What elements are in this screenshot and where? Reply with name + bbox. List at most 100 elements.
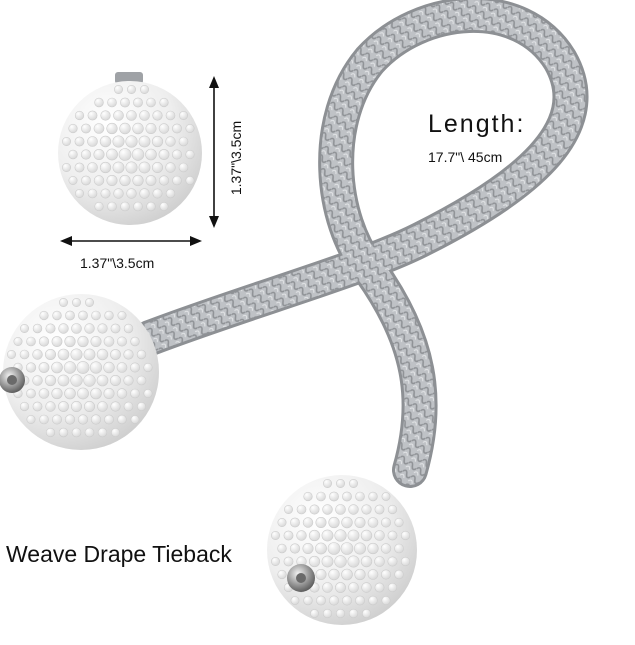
pearl-bead	[61, 163, 71, 173]
pearl-bead	[13, 336, 23, 346]
pearl-bead	[61, 137, 71, 147]
pearl-bead	[110, 374, 122, 386]
pearl-bead	[119, 122, 131, 135]
pearl-bead	[72, 297, 82, 307]
pearl-bead	[123, 323, 134, 334]
pearl-bead	[380, 569, 391, 580]
pearl-bead	[140, 85, 150, 95]
pearl-bead	[178, 136, 189, 147]
pearl-bead	[329, 491, 339, 502]
pearl-bead	[58, 323, 69, 334]
pearl-bead	[58, 427, 69, 438]
pearl-bead	[400, 556, 411, 567]
pearl-bead	[143, 362, 153, 373]
pearl-bead	[394, 517, 404, 528]
pearl-bead	[328, 595, 339, 606]
pearl-bead	[45, 427, 56, 438]
pearl-bead	[94, 201, 104, 212]
pearl-bead	[106, 122, 118, 135]
pearl-bead	[71, 400, 83, 412]
pearl-bead	[123, 349, 134, 360]
pearl-bead	[38, 388, 50, 399]
pearl-bead	[26, 336, 36, 347]
pearl-bead	[342, 491, 352, 502]
pearl-bead	[152, 110, 163, 121]
pearl-bead	[75, 189, 85, 199]
pearl-bead	[90, 335, 102, 347]
pearl-bead	[308, 529, 321, 542]
pearl-bead	[45, 401, 56, 412]
pearl-bead	[113, 110, 124, 121]
pearl-bead	[32, 323, 43, 334]
pearl-bead	[387, 582, 398, 593]
pearl-bead	[93, 149, 105, 161]
ball-width-label: 1.37"\3.5cm	[80, 255, 155, 271]
pearl-bead	[380, 517, 391, 528]
pearl-bead	[321, 555, 334, 568]
pearl-bead	[309, 504, 320, 515]
pearl-bead	[112, 161, 125, 174]
pearl-bead	[120, 97, 130, 108]
pearl-bead	[58, 401, 69, 412]
pearl-bead	[81, 123, 91, 134]
pearl-bead	[26, 388, 36, 399]
pearl-bead	[374, 582, 385, 593]
pearl-bead	[277, 543, 287, 554]
pearl-bead	[103, 387, 115, 399]
pearl-bead	[132, 122, 144, 135]
pearl-bead	[104, 414, 114, 425]
pearl-bead	[361, 608, 371, 618]
pearl-bead	[361, 504, 372, 515]
pearl-bead	[32, 349, 43, 360]
pearl-bead	[64, 387, 76, 400]
pearl-bead	[19, 323, 29, 333]
pearl-bead	[80, 149, 92, 160]
pearl-bead	[123, 375, 134, 386]
pearl-bead	[110, 349, 121, 360]
pearl-bead	[361, 582, 372, 593]
pearl-bead	[97, 323, 108, 334]
pearl-bead	[84, 323, 95, 334]
pearl-bead	[347, 529, 360, 542]
pearl-bead	[93, 175, 105, 186]
pearl-bead	[107, 97, 117, 108]
pearl-bead	[74, 162, 85, 173]
pearl-bead	[137, 401, 147, 411]
pearl-bead	[57, 374, 70, 387]
pearl-bead	[90, 387, 102, 400]
pearl-bead	[283, 504, 293, 514]
pearl-bead	[289, 543, 301, 554]
pearl-bead	[172, 123, 182, 134]
pearl-bead	[354, 516, 366, 528]
length-value: 17.7"\ 45cm	[428, 149, 503, 165]
pearl-bead	[51, 336, 63, 347]
height-dimension-arrow	[209, 76, 219, 228]
pearl-bead	[81, 175, 91, 186]
pearl-bead	[165, 136, 176, 147]
pearl-bead	[57, 348, 70, 361]
pearl-bead	[117, 336, 128, 347]
pearl-bead	[172, 175, 182, 186]
pearl-bead	[85, 297, 95, 307]
pearl-bead	[387, 530, 398, 541]
pearl-bead	[89, 361, 103, 374]
pearl-bead	[87, 162, 98, 173]
pearl-bead	[58, 297, 68, 307]
pearl-bead	[125, 161, 138, 174]
pearl-bead	[348, 504, 359, 515]
pearl-bead	[394, 543, 404, 554]
pearl-bead	[123, 401, 134, 412]
pearl-bead	[39, 414, 49, 425]
pearl-bead	[96, 374, 109, 387]
pearl-bead	[348, 478, 358, 488]
pearl-ball-bottom	[267, 475, 417, 625]
pearl-bead	[19, 401, 30, 412]
pearl-bead	[322, 608, 333, 619]
pearl-bead	[32, 401, 43, 412]
pearl-bead	[270, 530, 280, 540]
pearl-bead	[327, 542, 341, 555]
pearl-bead	[270, 556, 280, 566]
pearl-bead	[341, 516, 353, 529]
pearl-bead	[84, 427, 95, 438]
pearl-bead	[310, 609, 319, 618]
